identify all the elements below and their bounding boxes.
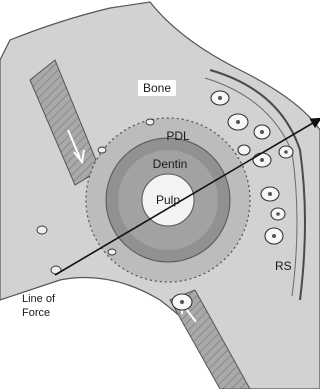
rs-label: RS (275, 259, 292, 273)
pdl-label: PDL (166, 129, 190, 143)
line-of-force-label-2: Force (22, 307, 50, 319)
dentin-label: Dentin (153, 157, 188, 171)
bone-label: Bone (143, 81, 171, 95)
pulp-label: Pulp (156, 193, 180, 207)
line-of-force-label-1: Line of (22, 293, 56, 305)
